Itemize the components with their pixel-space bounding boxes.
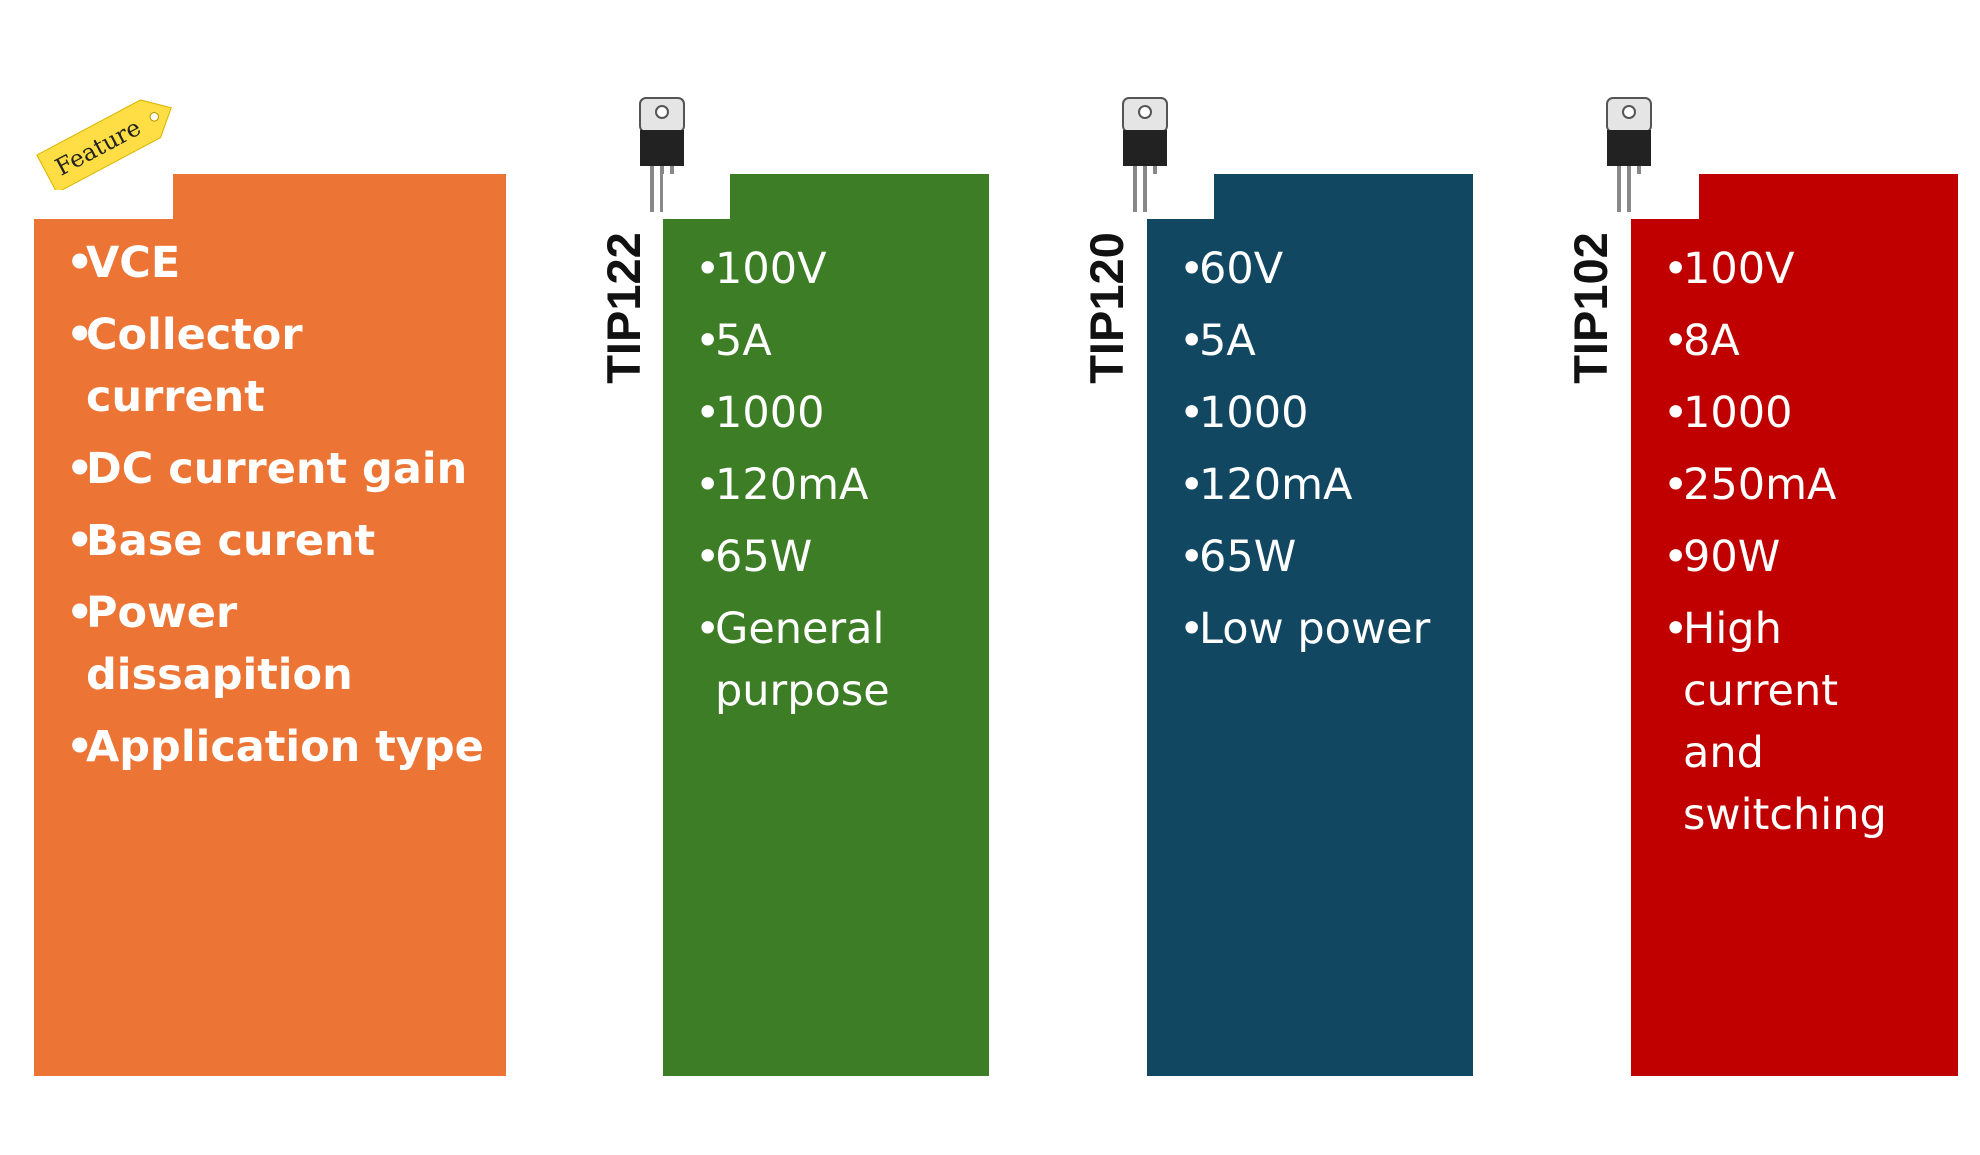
feature-list: VCE Collector current DC current gain Ba…	[66, 232, 486, 788]
transistor-icon	[1122, 97, 1168, 212]
tip102-panel-notch	[1631, 174, 1699, 219]
tip120-values: 60V 5A 1000 120mA 65W Low power	[1179, 238, 1469, 670]
value-item: 5A	[695, 310, 965, 372]
part-label-tip120: TIP120	[1080, 232, 1133, 384]
value-item: 120mA	[1179, 454, 1469, 516]
tip120-panel-notch	[1147, 174, 1214, 219]
tip120-panel: 60V 5A 1000 120mA 65W Low power	[1147, 174, 1473, 1076]
feature-panel: VCE Collector current DC current gain Ba…	[34, 174, 506, 1076]
part-label-tip122: TIP122	[597, 232, 650, 384]
value-item: 90W	[1663, 526, 1893, 588]
value-item: 120mA	[695, 454, 965, 516]
value-item: 100V	[695, 238, 965, 300]
feature-item: VCE	[66, 232, 486, 294]
value-item: Low power	[1179, 598, 1469, 660]
value-item: 60V	[1179, 238, 1469, 300]
transistor-icon	[639, 97, 685, 212]
tip102-values: 100V 8A 1000 250mA 90W High current and …	[1663, 238, 1893, 856]
value-item: 250mA	[1663, 454, 1893, 516]
value-item: General purpose	[695, 598, 935, 722]
value-item: 1000	[1663, 382, 1893, 444]
value-item: 65W	[695, 526, 965, 588]
tip122-panel: 100V 5A 1000 120mA 65W General purpose	[663, 174, 989, 1076]
tag-hole	[149, 111, 160, 122]
feature-item: Application type	[66, 716, 486, 778]
feature-item: DC current gain	[66, 438, 486, 500]
feature-item: Base curent	[66, 510, 486, 572]
value-item: 1000	[695, 382, 965, 444]
feature-tag: Feature	[36, 99, 172, 190]
tag-shape	[36, 99, 172, 190]
value-item: High current and switching	[1663, 598, 1903, 846]
value-item: 100V	[1663, 238, 1893, 300]
tip122-panel-notch	[663, 174, 730, 219]
feature-item: Power dissapition	[66, 582, 386, 706]
value-item: 1000	[1179, 382, 1469, 444]
tip102-panel: 100V 8A 1000 250mA 90W High current and …	[1631, 174, 1958, 1076]
value-item: 8A	[1663, 310, 1893, 372]
value-item: 65W	[1179, 526, 1469, 588]
value-item: 5A	[1179, 310, 1469, 372]
tip122-values: 100V 5A 1000 120mA 65W General purpose	[695, 238, 965, 732]
feature-item: Collector current	[66, 304, 326, 428]
part-label-tip102: TIP102	[1564, 232, 1617, 384]
